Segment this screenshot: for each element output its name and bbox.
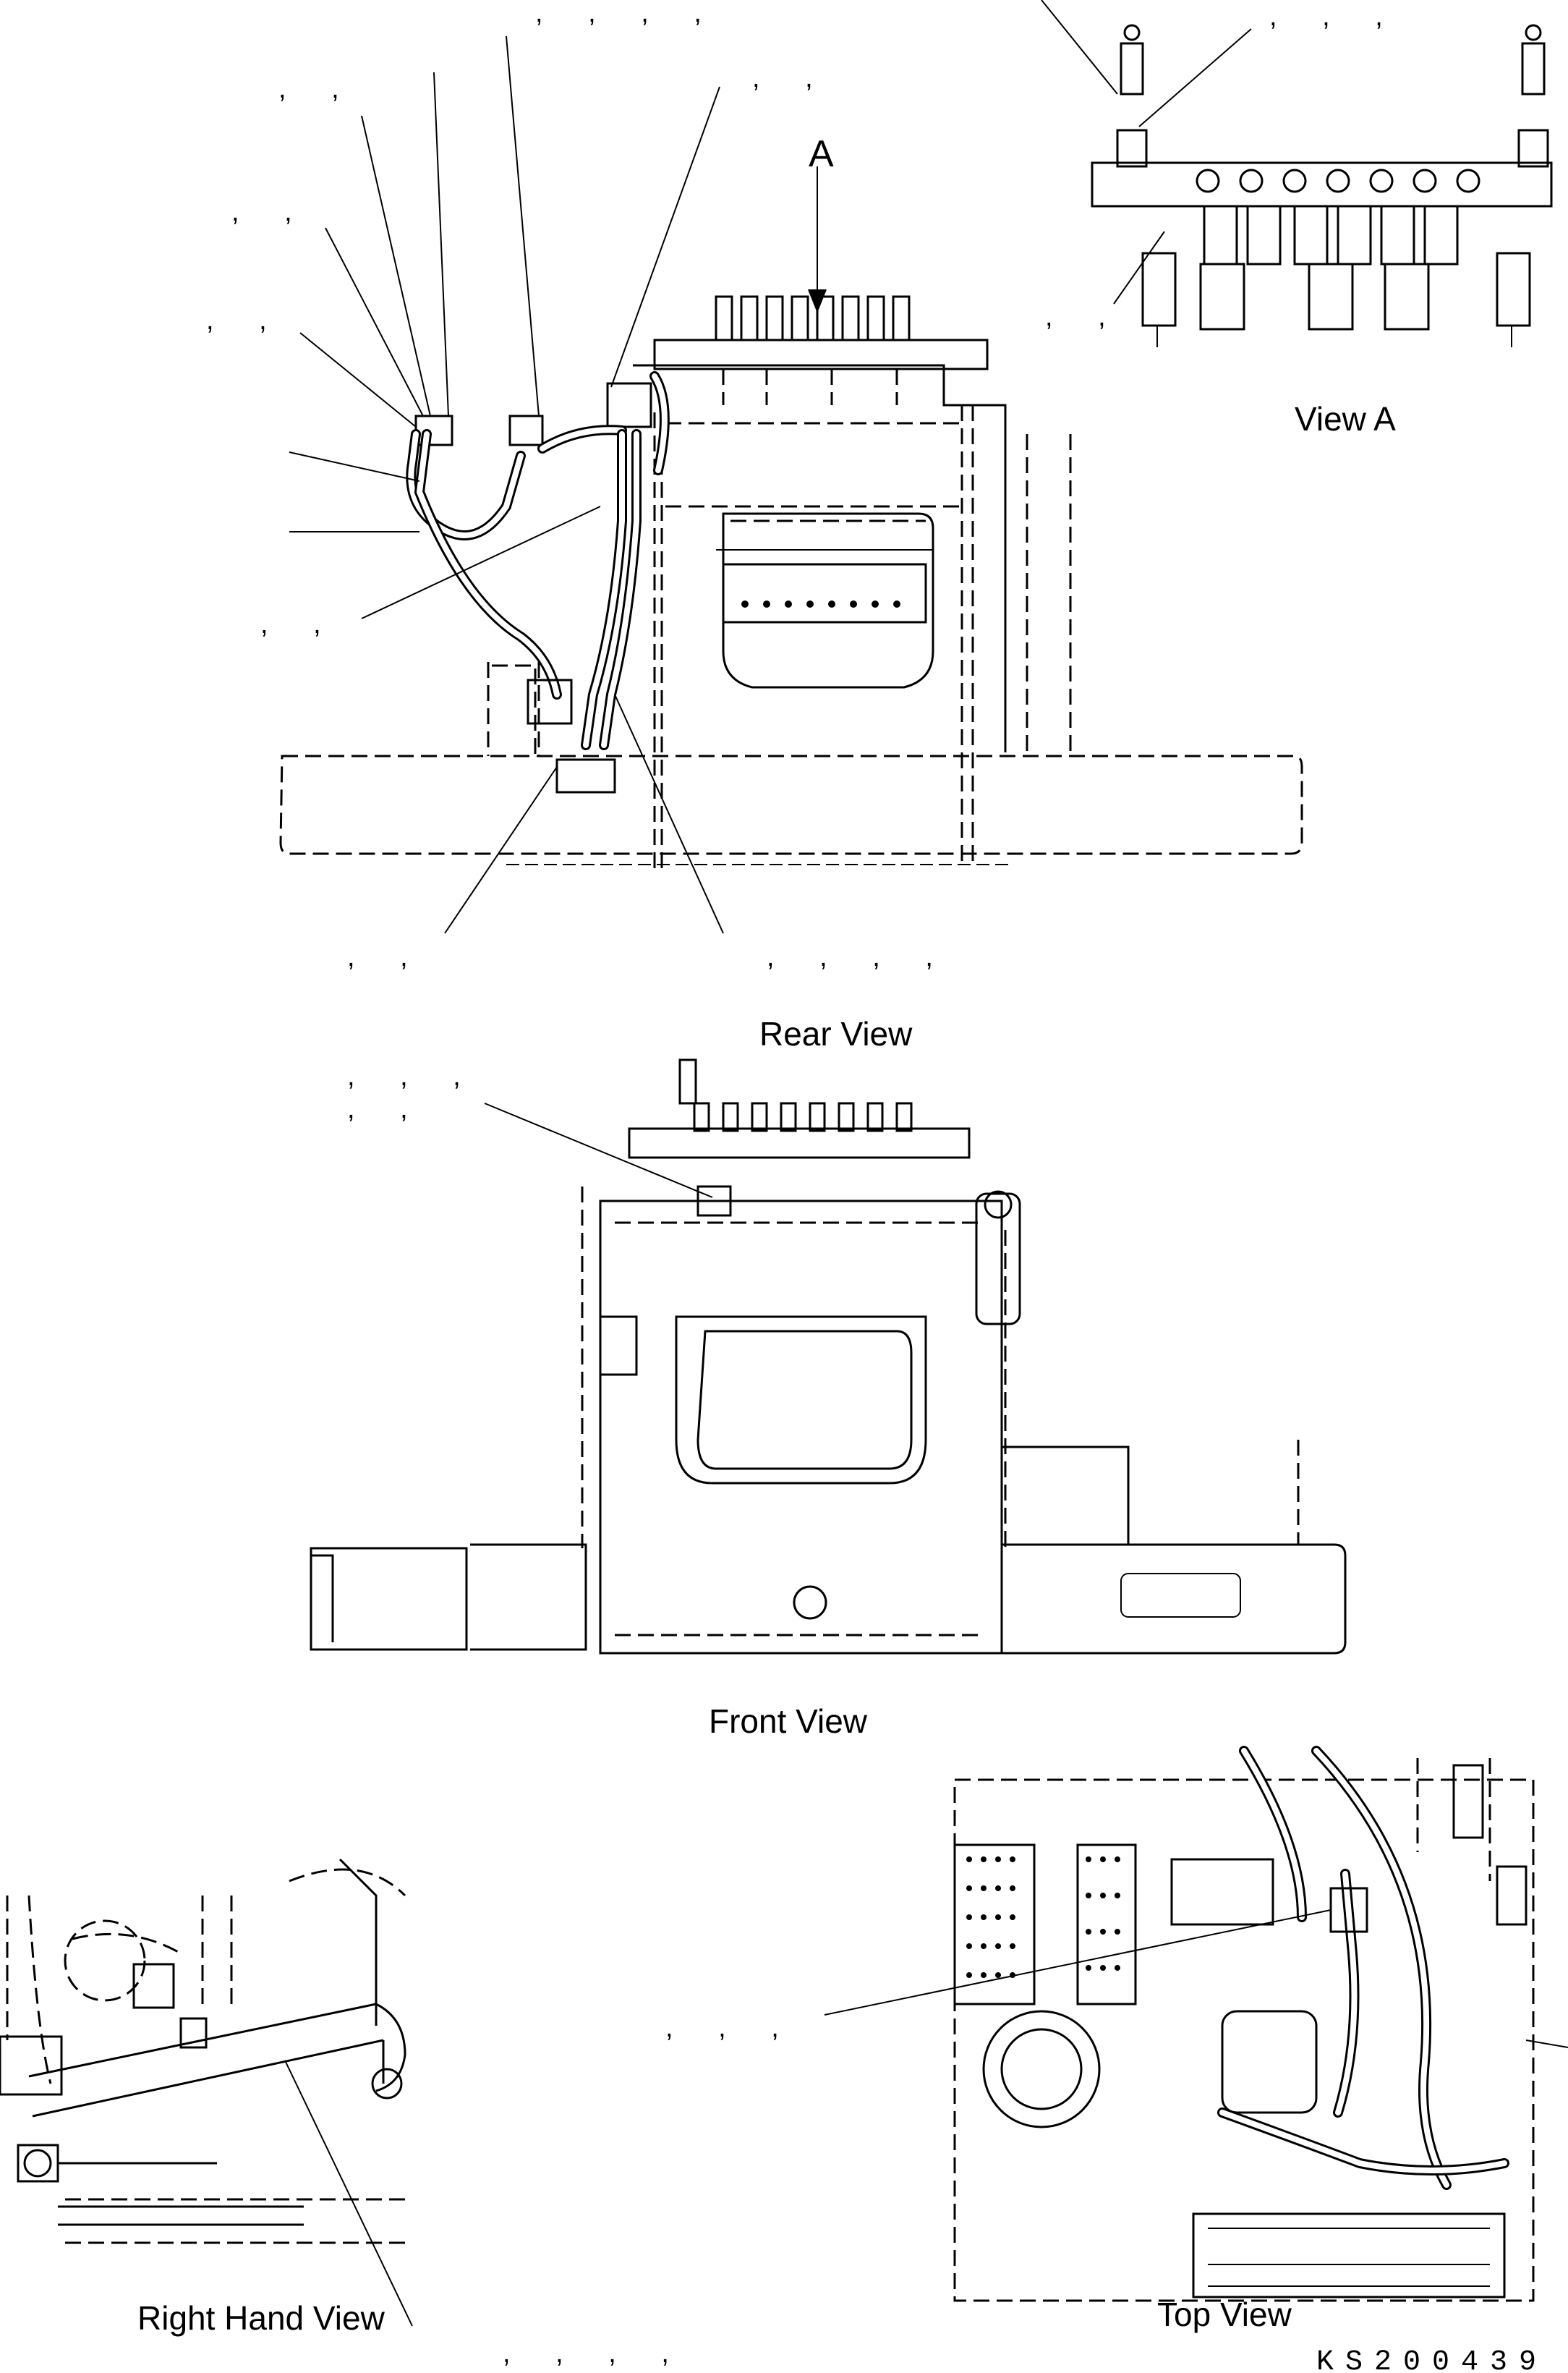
top-view-leaders (824, 1909, 1568, 2048)
rear-view-label: Rear View (759, 1015, 913, 1053)
callout: , , , , (503, 2338, 688, 2369)
lower-valve-block (555, 758, 616, 794)
callout: , , , (347, 1061, 480, 1092)
rear-view-drawing (279, 295, 1303, 868)
bolt-row (741, 600, 900, 608)
front-view-leaders (484, 1103, 713, 1198)
right-hand-view-drawing (0, 1858, 406, 2244)
grid-holes-right (1086, 1856, 1120, 1971)
front-view-label: Front View (709, 1702, 868, 1740)
view-a-spools (1203, 205, 1459, 266)
view-arrow-label: A (809, 133, 834, 175)
callout: , , , (1269, 1, 1402, 32)
view-a-leaders (1041, 0, 1252, 305)
callout: , , , (665, 2013, 798, 2043)
view-a-ports (1196, 169, 1480, 193)
callout: , , (231, 197, 311, 227)
view-a-drawing (1091, 24, 1553, 347)
fitting-block-center (508, 415, 544, 446)
right-hand-view-leaders (285, 2061, 413, 2327)
callout: , , (206, 305, 286, 336)
connector-block (606, 382, 652, 428)
callout: , , (1045, 302, 1125, 332)
callout: , , , , (767, 942, 952, 972)
right-hand-view-label: Right Hand View (137, 2299, 385, 2337)
view-a-label: View A (1295, 400, 1396, 438)
callout: , , (260, 609, 340, 640)
top-view-label: Top View (1157, 2296, 1292, 2333)
callout: , , (347, 1094, 427, 1124)
filter-canister (975, 1192, 1021, 1325)
grid-holes-left (966, 1856, 1015, 1978)
callout: , , (347, 942, 427, 972)
callout: , , (752, 63, 832, 93)
front-fitting (696, 1185, 732, 1217)
drawing-number: KS200439 (1316, 2346, 1548, 2373)
callout-labels: , , , , , , , , , , , , , , , , , , , , … (206, 0, 1402, 2369)
front-view-drawing (310, 1058, 1347, 1655)
front-valve-spools (693, 1102, 913, 1132)
top-view-drawing (953, 1746, 1535, 2302)
manifold-block (527, 679, 573, 725)
callout: , , , , (535, 0, 720, 28)
valve-spools (715, 295, 911, 341)
view-labels: Rear View View A Front View Right Hand V… (137, 133, 1548, 2373)
rear-view-leaders (289, 35, 827, 934)
callout: , , (278, 74, 358, 104)
